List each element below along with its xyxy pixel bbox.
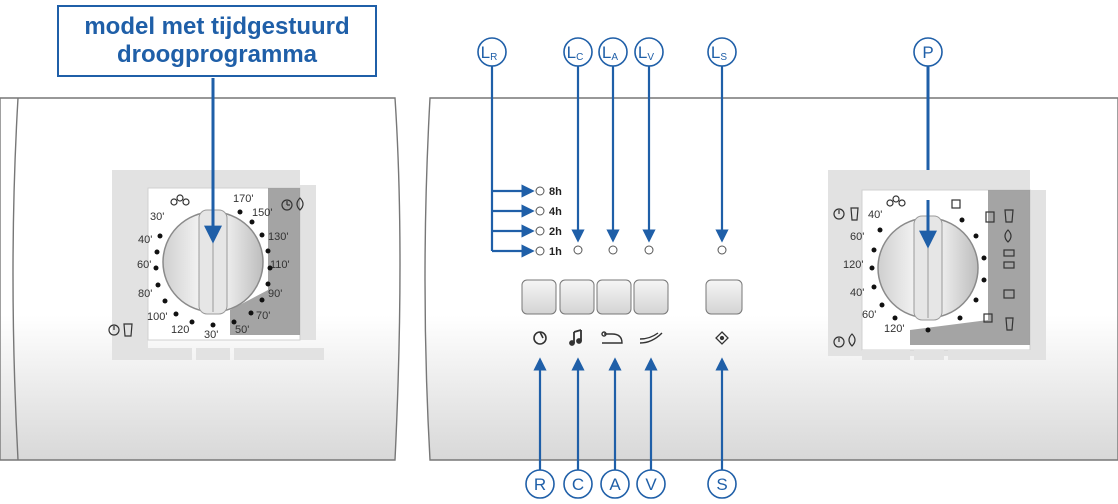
spin-icon: [533, 331, 547, 345]
button-c[interactable]: [559, 279, 595, 315]
panel-strip: [148, 348, 324, 360]
delay-led: [535, 186, 545, 196]
panel-strip: [862, 350, 1046, 360]
led-s: [717, 245, 727, 255]
svg-text:P: P: [922, 43, 933, 62]
svg-text:LA: LA: [602, 43, 618, 63]
timer-mark: 80': [138, 288, 152, 300]
program-mark: 60': [850, 231, 864, 243]
program-mark: 40': [868, 209, 882, 221]
delay-led: [535, 226, 545, 236]
delay-led-group: 8h 4h 2h 1h: [535, 186, 562, 258]
label-s: S: [707, 469, 737, 499]
button-v[interactable]: [633, 279, 669, 315]
program-dial-dots: [869, 217, 987, 333]
delay-led: [535, 246, 545, 256]
delay-led-label: 2h: [549, 226, 562, 238]
program-symbol-icons: [951, 199, 1015, 323]
clock-icon: [281, 199, 293, 211]
program-dial-marks: 40' 60' 120' 40' 60' 120': [843, 209, 904, 335]
svg-text:V: V: [645, 475, 657, 494]
delay-led-label: 8h: [549, 186, 562, 198]
led-v: [644, 245, 654, 255]
timer-mark: 150': [252, 207, 272, 219]
led-a: [608, 245, 618, 255]
timer-mark: 170': [233, 193, 253, 205]
bottom-labels: R C A V S: [525, 469, 737, 499]
program-mark: 120': [843, 259, 863, 271]
label-lv: LV: [634, 37, 664, 67]
timer-dial-dots: [153, 209, 273, 328]
svg-text:C: C: [572, 475, 584, 494]
timer-mark: 110': [270, 259, 290, 271]
timer-mark: 60': [137, 259, 151, 271]
clock-icon: [108, 324, 120, 336]
shirt-icon: [123, 323, 133, 337]
button-r[interactable]: [521, 279, 557, 315]
timer-mark: 40': [138, 234, 152, 246]
callout-box: model met tijdgestuurd droogprogramma: [57, 5, 377, 77]
callout-line-2: droogprogramma: [116, 41, 317, 68]
callout-line-1: model met tijdgestuurd: [84, 13, 350, 40]
fan-icon: [170, 194, 190, 206]
svg-text:LS: LS: [711, 43, 727, 63]
lr-bracket: [490, 66, 535, 258]
drop-icon: [296, 197, 304, 211]
svg-text:R: R: [534, 475, 546, 494]
delay-led-label: 1h: [549, 246, 562, 258]
svg-text:LC: LC: [567, 43, 584, 63]
delay-led-label: 4h: [549, 206, 562, 218]
top-labels: LR LC LA LV LS P: [477, 37, 943, 67]
label-ls: LS: [707, 37, 737, 67]
music-note-icon: [569, 329, 582, 346]
timer-mark: 30': [204, 329, 218, 341]
label-v: V: [636, 469, 666, 499]
program-mark: 40': [850, 287, 864, 299]
timer-mark: 50': [235, 324, 249, 336]
label-la: LA: [598, 37, 628, 67]
timer-mark: 130': [268, 231, 288, 243]
program-mark: 60': [862, 309, 876, 321]
start-icon: [715, 331, 729, 345]
svg-text:A: A: [609, 475, 621, 494]
svg-text:S: S: [716, 475, 727, 494]
program-mark: 120': [884, 323, 904, 335]
timer-dial-marks: 30' 40' 60' 80' 100' 120 30' 50' 70' 90'…: [137, 193, 290, 341]
svg-text:LR: LR: [481, 43, 498, 63]
svg-text:LV: LV: [638, 43, 654, 63]
function-leds: [573, 245, 727, 255]
timer-mark: 90': [268, 288, 282, 300]
bottom-arrows: [533, 357, 729, 470]
button-row: [521, 279, 743, 315]
label-a: A: [600, 469, 630, 499]
label-r: R: [525, 469, 555, 499]
button-a[interactable]: [596, 279, 632, 315]
timer-mark: 100': [147, 311, 167, 323]
led-c: [573, 245, 583, 255]
button-s[interactable]: [705, 279, 743, 315]
label-c: C: [563, 469, 593, 499]
timer-mark: 120: [171, 324, 189, 336]
delay-led: [535, 206, 545, 216]
label-p: P: [913, 37, 943, 67]
label-lr: LR: [477, 37, 507, 67]
quick-icon: [639, 332, 663, 344]
timer-mark: 30': [150, 211, 164, 223]
fan-icon: [886, 195, 906, 207]
clock-icon: [833, 208, 845, 348]
label-lc: LC: [563, 37, 593, 67]
shirt-icon: [850, 207, 1014, 331]
drop-icon: [848, 229, 1012, 347]
iron-icon: [601, 331, 623, 344]
timer-mark: 70': [256, 310, 270, 322]
